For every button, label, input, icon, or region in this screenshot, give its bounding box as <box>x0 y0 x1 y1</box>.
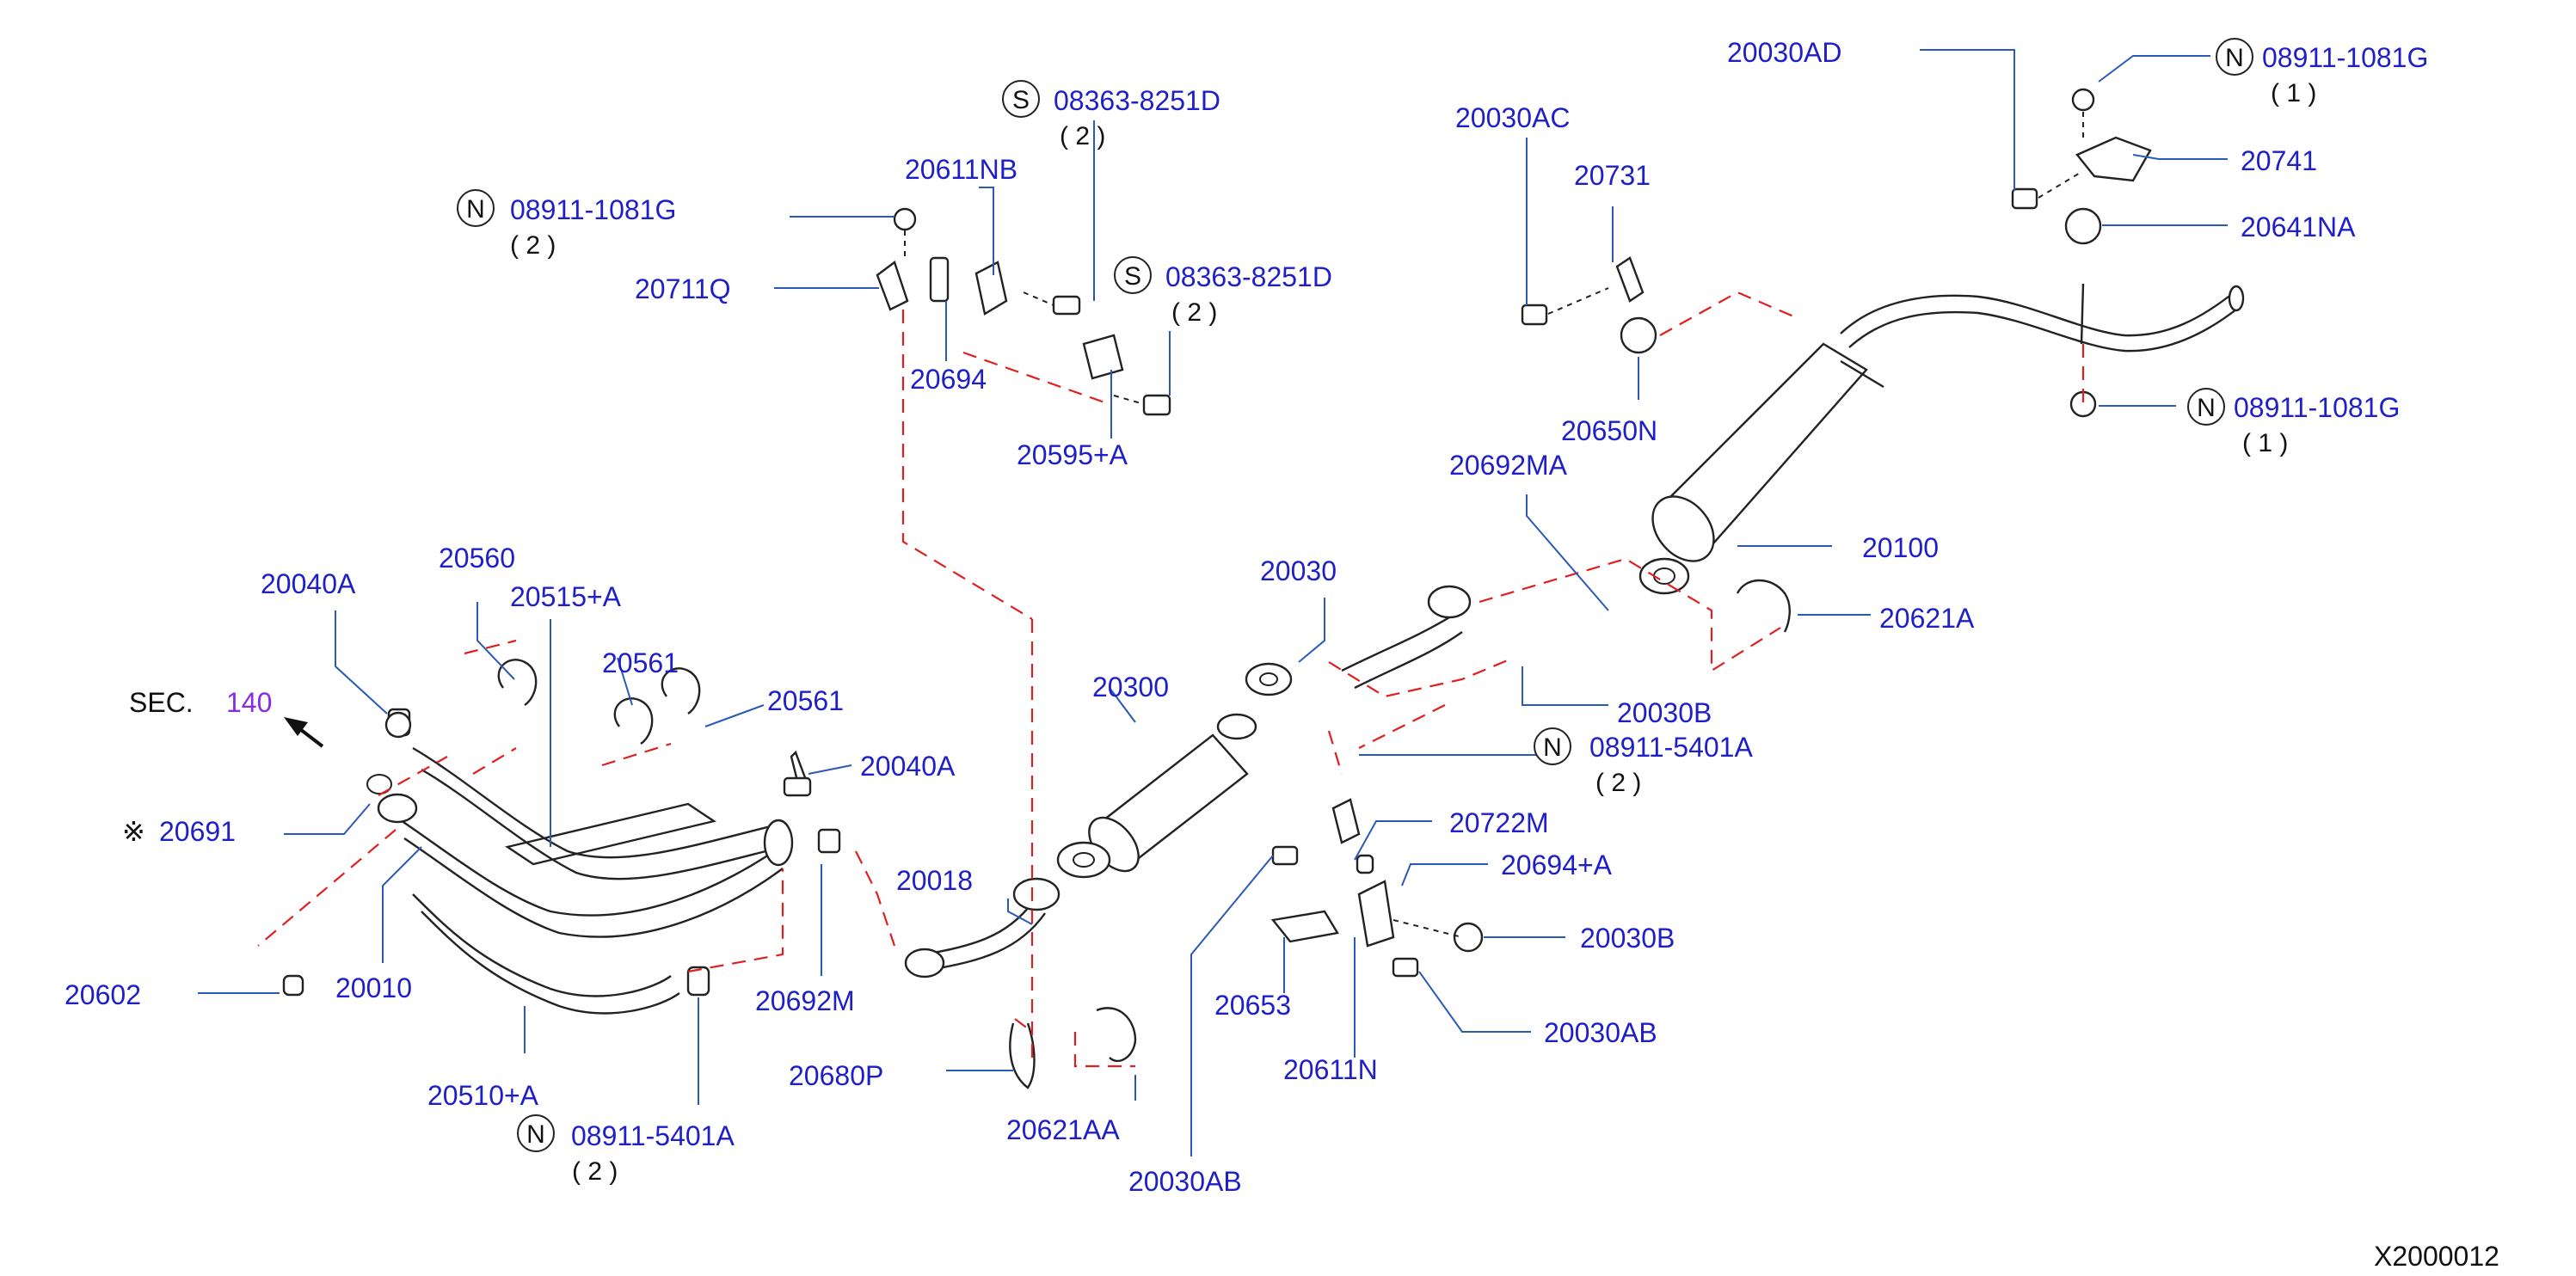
label-20694: 20694 <box>910 364 987 395</box>
ref-part-n-08911-5401a-bottom: N 08911-5401A ( 2 ) <box>517 1114 735 1186</box>
label-20100: 20100 <box>1862 532 1939 563</box>
ref-number: 08911-5401A <box>571 1120 735 1151</box>
ref-part-s-08363-8251d-middle: S 08363-8251D ( 2 ) <box>1114 256 1332 327</box>
label-20722M: 20722M <box>1449 807 1549 838</box>
label-20611NB: 20611NB <box>905 154 1017 185</box>
ref-symbol: N <box>526 1120 545 1149</box>
ref-symbol: S <box>1012 86 1030 114</box>
ref-qty: ( 2 ) <box>510 231 556 260</box>
label-20515+A: 20515+A <box>510 581 622 612</box>
reference-parts: N 08911-1081G ( 1 ) N 08911-1081G ( 1 ) … <box>457 38 2428 1186</box>
label-20040A-left: 20040A <box>261 568 356 599</box>
label-20018: 20018 <box>896 865 973 896</box>
ref-qty: ( 1 ) <box>2242 429 2288 457</box>
ref-number: 08363-8251D <box>1165 261 1332 292</box>
label-20010: 20010 <box>335 972 412 1003</box>
label-20595+A: 20595+A <box>1017 439 1128 470</box>
ref-part-s-08363-8251d-top: S 08363-8251D ( 2 ) <box>1002 80 1220 150</box>
label-20030: 20030 <box>1260 555 1337 586</box>
ref-part-n-08911-1081g-right: N 08911-1081G ( 1 ) <box>2187 388 2400 457</box>
label-20691: 20691 <box>159 816 236 847</box>
label-20030AC: 20030AC <box>1455 102 1570 133</box>
label-20560: 20560 <box>439 543 515 574</box>
label-20692MA: 20692MA <box>1449 450 1568 481</box>
sec-number: 140 <box>226 687 272 718</box>
ref-number: 08911-1081G <box>2262 42 2428 73</box>
ref-symbol: N <box>2225 44 2244 72</box>
black-dashed-connectors <box>904 112 2084 938</box>
label-20621A: 20621A <box>1879 603 1975 634</box>
label-20030B-upper: 20030B <box>1617 697 1712 728</box>
footer-code: X2000012 <box>2374 1241 2499 1272</box>
ref-qty: ( 2 ) <box>572 1157 618 1186</box>
ref-symbol: S <box>1124 262 1141 291</box>
ref-symbol: N <box>1543 733 1562 762</box>
leader-lines <box>198 49 2228 1156</box>
sec-prefix: SEC. <box>129 687 194 718</box>
mark-symbol: ※ <box>122 816 145 847</box>
label-20030AB-right: 20030AB <box>1544 1017 1657 1048</box>
label-20741: 20741 <box>2241 145 2317 176</box>
label-20030AB-bottom: 20030AB <box>1128 1166 1242 1197</box>
label-20602: 20602 <box>65 979 141 1010</box>
parts-drawing <box>282 88 2245 1089</box>
label-20300: 20300 <box>1092 672 1169 702</box>
label-20711Q: 20711Q <box>635 273 731 304</box>
part-labels: 20030AD 20030AC 20731 20741 20641NA 2065… <box>65 37 2499 1272</box>
label-20692M: 20692M <box>755 985 855 1016</box>
ref-qty: ( 1 ) <box>2271 79 2316 107</box>
label-20731: 20731 <box>1574 160 1651 191</box>
label-20653: 20653 <box>1214 990 1291 1021</box>
ref-symbol: N <box>466 195 485 224</box>
label-20030AD: 20030AD <box>1727 37 1841 68</box>
ref-number: 08911-1081G <box>2234 392 2400 423</box>
label-20621AA: 20621AA <box>1006 1114 1120 1145</box>
ref-number: 08911-5401A <box>1589 732 1753 763</box>
dashed-guide-lines <box>257 291 2085 1068</box>
ref-part-n-08911-1081g-left: N 08911-1081G ( 2 ) <box>457 189 676 260</box>
ref-part-n-08911-5401a-middle: N 08911-5401A ( 2 ) <box>1534 727 1753 797</box>
label-20611N: 20611N <box>1283 1054 1378 1085</box>
label-20561-upper: 20561 <box>602 647 679 678</box>
ref-number: 08911-1081G <box>510 194 676 225</box>
ref-qty: ( 2 ) <box>1595 769 1641 797</box>
sec-arrow-icon <box>284 717 324 748</box>
label-20694+A: 20694+A <box>1501 850 1613 880</box>
label-20680P: 20680P <box>789 1060 883 1091</box>
label-20561-right: 20561 <box>767 685 844 716</box>
ref-qty: ( 2 ) <box>1060 122 1105 150</box>
label-20650N: 20650N <box>1561 415 1657 446</box>
ref-symbol: N <box>2197 394 2216 422</box>
label-20040A-right: 20040A <box>860 751 956 782</box>
ref-number: 08363-8251D <box>1054 85 1220 116</box>
ref-part-n-08911-1081g-top: N 08911-1081G ( 1 ) <box>2216 38 2428 107</box>
label-20641NA: 20641NA <box>2241 212 2356 242</box>
label-20030B-lower: 20030B <box>1580 923 1675 954</box>
ref-qty: ( 2 ) <box>1171 298 1217 327</box>
label-20510+A: 20510+A <box>427 1080 539 1111</box>
